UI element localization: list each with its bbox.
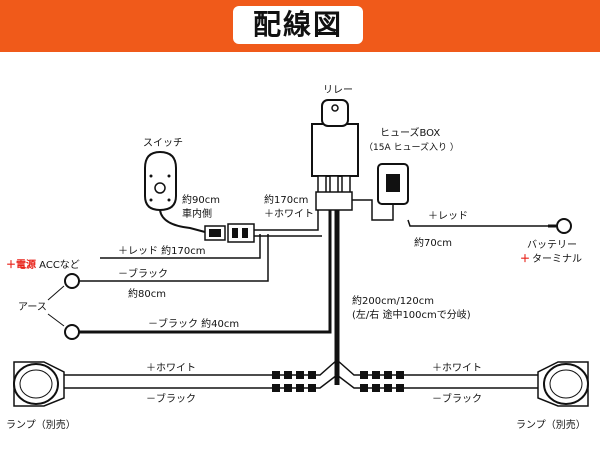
- earth-terminal-upper-icon: [64, 273, 80, 289]
- right-white-label: ＋ホワイト: [432, 362, 482, 374]
- cable-200-label: 約200cm/120cm: [352, 294, 434, 307]
- battery-label: バッテリー: [527, 239, 577, 251]
- relay-icon: [311, 99, 359, 211]
- red-wire-label: ＋レッド: [428, 211, 468, 222]
- earth-label: アース: [18, 302, 47, 313]
- cable-80-label: 約80cm: [128, 287, 166, 300]
- fuse-box-sublabel: （15A ヒューズ入り ）: [364, 141, 459, 153]
- battery-terminal-icon: [548, 218, 572, 234]
- earth-leader-lines: [47, 285, 65, 327]
- lamp-right-label: ランプ（別売）: [516, 418, 586, 431]
- cable-white-label: ＋ホワイト: [264, 208, 314, 220]
- black-40-label: －ブラック 約40cm: [148, 317, 239, 330]
- lamp-left-label: ランプ（別売）: [6, 418, 76, 431]
- cable-inside-label: 車内側: [182, 207, 212, 220]
- red-170-label: ＋レッド 約170cm: [118, 244, 206, 257]
- power-label: ＋電源 ACCなど: [6, 258, 80, 271]
- lamp-right-icon: [537, 361, 589, 407]
- switch-icon: [144, 150, 206, 233]
- wiring: [60, 199, 560, 389]
- page-title: 配線図: [233, 6, 363, 44]
- right-black-label: －ブラック: [432, 392, 482, 405]
- fuse-box-label: ヒューズBOX: [380, 126, 440, 139]
- left-black-label: －ブラック: [146, 392, 196, 405]
- fuse-box-icon: [377, 163, 409, 205]
- left-white-label: ＋ホワイト: [146, 362, 196, 374]
- switch-label: スイッチ: [143, 137, 183, 149]
- lamp-left-icon: [13, 361, 65, 407]
- lamp-connectors-icon: [272, 371, 404, 392]
- cable-70-label: 約70cm: [414, 236, 452, 249]
- relay-label: リレー: [323, 85, 353, 96]
- black-upper-label: －ブラック: [118, 267, 168, 280]
- earth-terminal-lower-icon: [64, 324, 80, 340]
- battery-terminal-label: ＋ターミナル: [520, 253, 582, 265]
- connector-icon: [204, 223, 255, 243]
- title-banner: 配線図: [0, 0, 600, 52]
- cable-90-label: 約90cm: [182, 193, 220, 206]
- cable-branch-label: (左/右 途中100cmで分岐): [352, 308, 471, 321]
- cable-170-label: 約170cm: [264, 193, 308, 206]
